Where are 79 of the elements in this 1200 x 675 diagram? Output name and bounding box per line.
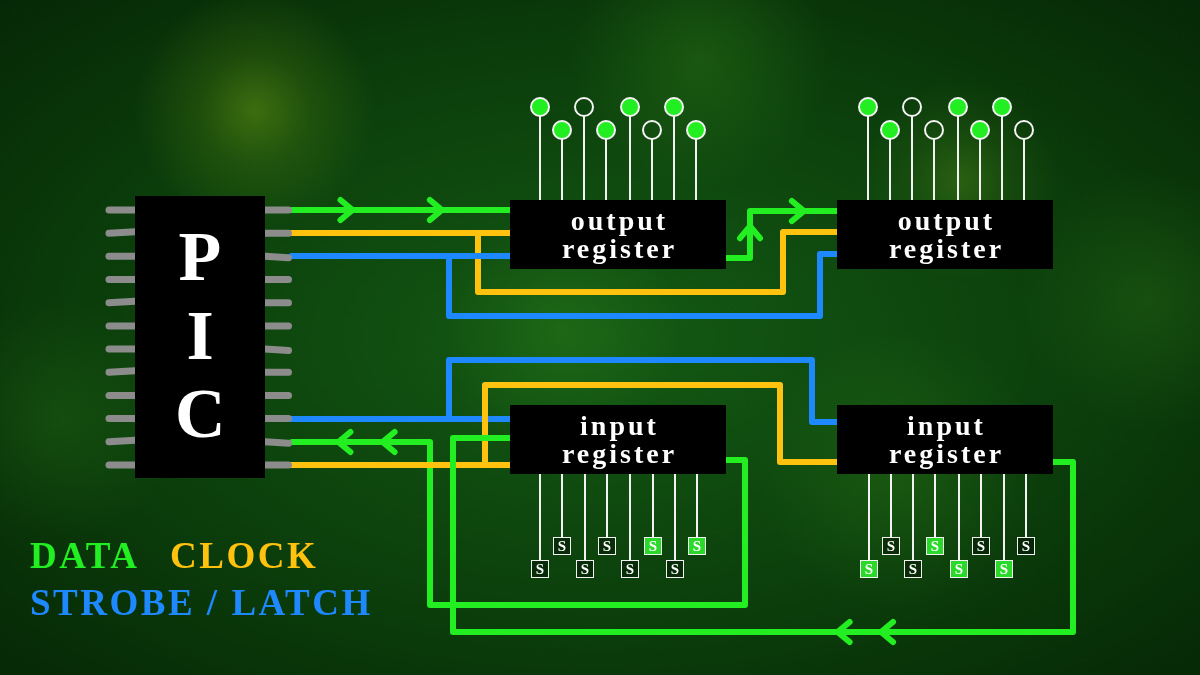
register-box	[837, 200, 1053, 269]
lead-wire	[539, 116, 541, 201]
register-box	[510, 200, 726, 269]
lead-wire	[674, 473, 676, 561]
lead-wire	[1003, 473, 1005, 561]
led-icon	[858, 97, 878, 117]
lead-wire	[561, 139, 563, 201]
lead-wire	[673, 116, 675, 201]
legend-label: STROBE / LATCH	[30, 581, 373, 625]
switch-box: S	[972, 537, 990, 555]
register-label: input register	[560, 411, 678, 468]
signal-wire	[450, 435, 1076, 645]
lead-wire	[696, 473, 698, 538]
led-icon	[552, 120, 572, 140]
lead-wire	[958, 473, 960, 561]
switch-box: S	[688, 537, 706, 555]
led-icon	[880, 120, 900, 140]
switch-box: S	[666, 560, 684, 578]
register-label: output register	[560, 206, 678, 263]
legend-label: DATA	[30, 534, 140, 578]
switch-box: S	[553, 537, 571, 555]
lead-wire	[695, 139, 697, 201]
lead-wire	[629, 473, 631, 561]
lead-wire	[539, 473, 541, 561]
lead-wire	[606, 473, 608, 538]
led-icon	[1014, 120, 1034, 140]
switch-box: S	[621, 560, 639, 578]
led-icon	[924, 120, 944, 140]
lead-wire	[889, 139, 891, 201]
led-icon	[992, 97, 1012, 117]
lead-wire	[868, 473, 870, 561]
led-icon	[530, 97, 550, 117]
lead-wire	[911, 116, 913, 201]
lead-wire	[1025, 473, 1027, 538]
switch-box: S	[576, 560, 594, 578]
lead-wire	[561, 473, 563, 538]
lead-wire	[890, 473, 892, 538]
lead-wire	[629, 116, 631, 201]
led-icon	[902, 97, 922, 117]
led-icon	[596, 120, 616, 140]
lead-wire	[979, 139, 981, 201]
lead-wire	[957, 116, 959, 201]
lead-wire	[584, 473, 586, 561]
lead-wire	[651, 139, 653, 201]
register-box	[837, 405, 1053, 474]
switch-box: S	[995, 560, 1013, 578]
lead-wire	[933, 139, 935, 201]
switch-box: S	[531, 560, 549, 578]
led-icon	[574, 97, 594, 117]
lead-wire	[912, 473, 914, 561]
legend-label: CLOCK	[170, 534, 319, 578]
switch-box: S	[904, 560, 922, 578]
led-icon	[620, 97, 640, 117]
microcontroller-chip	[105, 196, 292, 478]
register-label: input register	[887, 411, 1005, 468]
chip-label: P I C	[175, 218, 225, 454]
switch-box: S	[950, 560, 968, 578]
lead-wire	[1001, 116, 1003, 201]
lead-wire	[652, 473, 654, 538]
register-box	[510, 405, 726, 474]
led-icon	[948, 97, 968, 117]
led-icon	[970, 120, 990, 140]
switch-box: S	[926, 537, 944, 555]
lead-wire	[867, 116, 869, 201]
switch-box: S	[882, 537, 900, 555]
switch-box: S	[644, 537, 662, 555]
switch-box: S	[598, 537, 616, 555]
register-label: output register	[887, 206, 1005, 263]
led-icon	[686, 120, 706, 140]
lead-wire	[980, 473, 982, 538]
signal-wire	[289, 429, 748, 608]
led-icon	[664, 97, 684, 117]
lead-wire	[605, 139, 607, 201]
led-icon	[642, 120, 662, 140]
switch-box: S	[860, 560, 878, 578]
switch-box: S	[1017, 537, 1035, 555]
lead-wire	[1023, 139, 1025, 201]
lead-wire	[583, 116, 585, 201]
lead-wire	[934, 473, 936, 538]
